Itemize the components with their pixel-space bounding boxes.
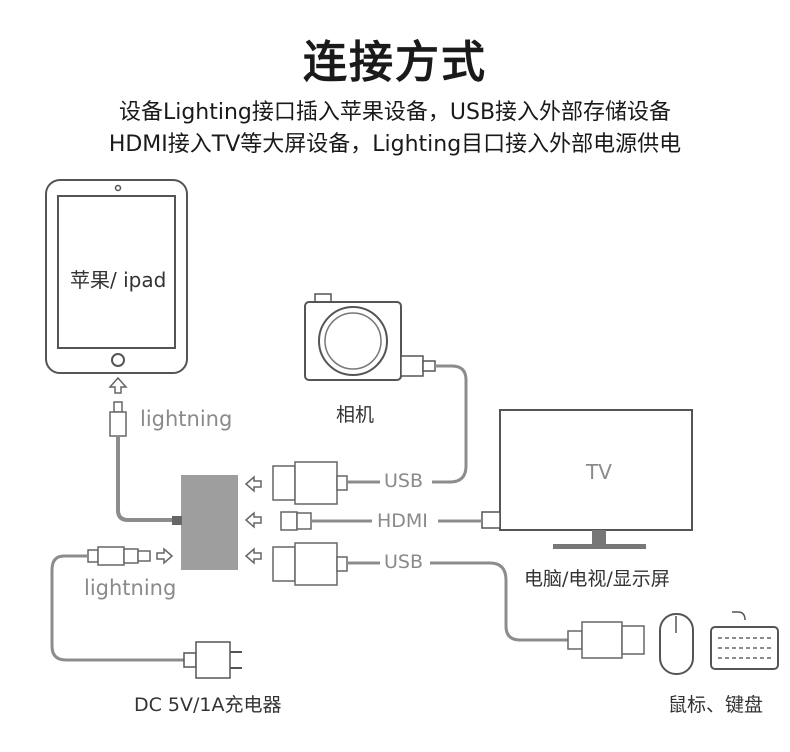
keyboard-icon [710, 611, 779, 670]
lightning-plug-top-icon [109, 401, 127, 437]
camera-label: 相机 [336, 404, 375, 426]
subtitle-line-1: 设备Lighting接口插入苹果设备，USB接入外部存储设备 [118, 100, 672, 125]
left-arrow-icon [244, 511, 262, 529]
usb-cable-top [347, 364, 468, 484]
usb-label-top: USB [384, 470, 424, 492]
tv-screen-text: TV [586, 460, 612, 484]
lightning-label-bottom: lightning [84, 576, 177, 600]
page-title: 连接方式 [303, 37, 487, 88]
up-arrow-icon [108, 376, 128, 394]
ipad-label: 苹果/ ipad [70, 268, 167, 292]
charger-plug-icon [183, 641, 242, 679]
lightning-cable-top [116, 436, 172, 522]
tv-label: 电脑/电视/显示屏 [524, 568, 670, 590]
camera-icon [304, 293, 436, 381]
left-arrow-icon [244, 475, 262, 493]
charger-cable [50, 554, 184, 662]
hdmi-label: HDMI [377, 510, 428, 532]
charger-label: DC 5V/1A充电器 [134, 694, 282, 716]
adapter-hub [181, 475, 238, 570]
mouse-icon [659, 613, 694, 675]
usb-label-bottom: USB [384, 551, 424, 573]
tv-monitor-icon [481, 409, 693, 549]
right-arrow-icon [156, 547, 174, 565]
lightning-plug-bottom-icon [87, 546, 151, 566]
usb-plug-bottom-icon [272, 542, 348, 586]
usb-plug-top-icon [272, 461, 348, 505]
subtitle-line-2: HDMI接入TV等大屏设备，Lighting目口接入外部电源供电 [108, 132, 682, 157]
lightning-label-top: lightning [140, 407, 233, 431]
left-arrow-icon [244, 547, 262, 565]
ipad-icon [45, 179, 188, 374]
usb-cable-bottom [347, 561, 568, 642]
hdmi-plug-icon [280, 511, 312, 531]
usb-plug-peripheral-icon [567, 621, 645, 659]
mouse-keyboard-label: 鼠标、键盘 [668, 694, 764, 716]
